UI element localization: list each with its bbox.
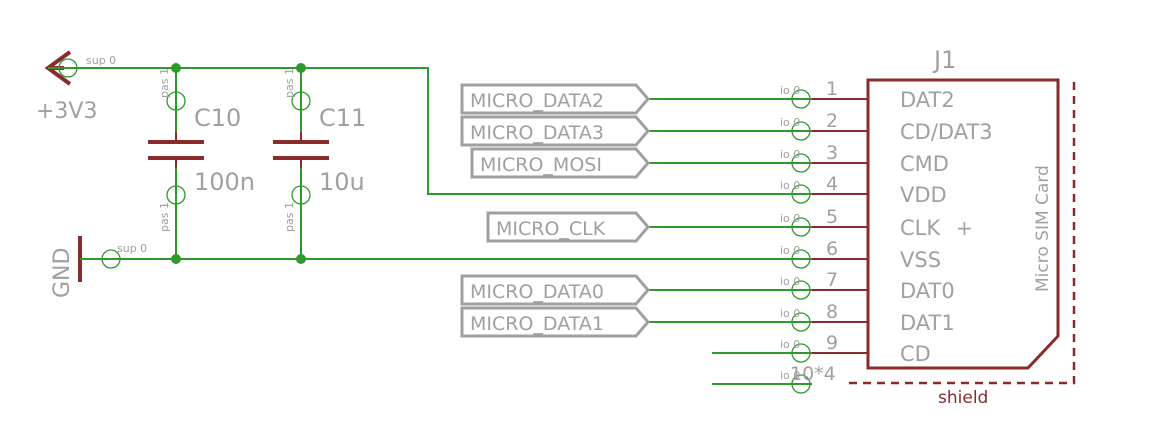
net-label-micro-clk-text: MICRO_CLK	[496, 218, 606, 240]
j1-pin-type: io 0	[780, 307, 800, 320]
c11-pin-bottom: pas 1	[283, 202, 296, 232]
j1-pin-name: CLK	[900, 216, 941, 240]
supply-label: +3V3	[36, 99, 97, 124]
j1-pin-circle	[791, 280, 811, 300]
j1-pin-name: CMD	[900, 152, 949, 176]
j1-pin-number: 5	[826, 206, 838, 228]
net-label-micro-data1-text: MICRO_DATA1	[470, 313, 604, 335]
supply-pin-label: sup 0	[86, 54, 116, 67]
j1-type-label: Micro SIM Card	[1033, 165, 1053, 292]
j1-pin-number: 9	[826, 332, 838, 354]
j1-pin-circle	[791, 343, 811, 363]
j1-pin-name: DAT1	[900, 311, 955, 335]
clk-marker: +	[956, 216, 973, 240]
j1-pin-circle	[791, 153, 811, 173]
j1-pin-circle	[791, 121, 811, 141]
j1-pin-circle	[791, 184, 811, 204]
connector-j1-body	[866, 78, 1060, 370]
net-label-micro-data2	[460, 83, 650, 115]
c11-ref: C11	[319, 104, 366, 132]
j1-pin-name: DAT0	[900, 279, 955, 303]
capacitor-c10	[148, 63, 204, 264]
j1-pin-name: DAT2	[900, 88, 955, 112]
j1-pin-type: io 0	[780, 369, 800, 382]
j1-pin-number: 1	[826, 78, 838, 100]
j1-pin-type: io 0	[780, 275, 800, 288]
j1-pin-name: CD	[900, 342, 931, 366]
j1-pin-number: 2	[826, 110, 838, 132]
j1-pin-name: CD/DAT3	[900, 120, 993, 144]
capacitor-c11	[273, 63, 329, 264]
shield-outline	[845, 82, 1076, 385]
ground-pin-label: sup 0	[117, 242, 147, 255]
j1-pin-type: io 0	[780, 148, 800, 161]
j1-pin-circle	[791, 249, 811, 269]
j1-pin-number: 10*4	[790, 363, 836, 385]
c10-value: 100n	[194, 168, 255, 196]
ground-label: GND	[50, 248, 75, 298]
j1-pin-number: 7	[826, 269, 838, 291]
j1-pin-type: io 0	[780, 116, 800, 129]
net-label-micro-mosi-text: MICRO_MOSI	[480, 154, 602, 176]
c11-value: 10u	[319, 168, 365, 196]
net-label-micro-data3	[460, 115, 650, 147]
vdd-net-wire	[48, 67, 812, 195]
j1-pin-type: io 0	[780, 212, 800, 225]
net-label-micro-data0	[460, 274, 650, 306]
c11-pin-top: pas 1	[283, 68, 296, 98]
j1-pin-number: 3	[826, 142, 838, 164]
j1-pin-number: 6	[826, 238, 838, 260]
c10-ref: C10	[194, 104, 241, 132]
net-label-micro-mosi	[470, 147, 650, 179]
j1-pin-type: io 0	[780, 338, 800, 351]
j1-pin-type: io 0	[780, 84, 800, 97]
j1-pin-name: VSS	[900, 248, 941, 272]
net-label-micro-data2-text: MICRO_DATA2	[470, 90, 604, 112]
j1-pin-number: 4	[826, 173, 838, 195]
shield-label: shield	[938, 388, 988, 408]
net-label-micro-clk	[486, 211, 650, 243]
c10-pin-top: pas 1	[158, 68, 171, 98]
j1-pin-number: 8	[826, 301, 838, 323]
connector-j1-pins: io 0 1 DAT2 io 0 2 CD/DAT3 io 0 3 CMD io 0 4 VDD io …	[780, 78, 993, 394]
j1-pin-type: io 0	[780, 179, 800, 192]
c10-pin-bottom: pas 1	[158, 202, 171, 232]
j1-pin-circle	[791, 89, 811, 109]
j1-pin-circle	[791, 374, 811, 394]
j1-pin-circle	[791, 217, 811, 237]
j1-pin-circle	[791, 312, 811, 332]
net-label-micro-data3-text: MICRO_DATA3	[470, 122, 604, 144]
net-label-micro-data1	[460, 306, 650, 338]
net-label-micro-data0-text: MICRO_DATA0	[470, 281, 604, 303]
j1-ref: J1	[932, 46, 956, 74]
j1-pin-type: io 0	[780, 244, 800, 257]
j1-pin-name: VDD	[900, 183, 947, 207]
